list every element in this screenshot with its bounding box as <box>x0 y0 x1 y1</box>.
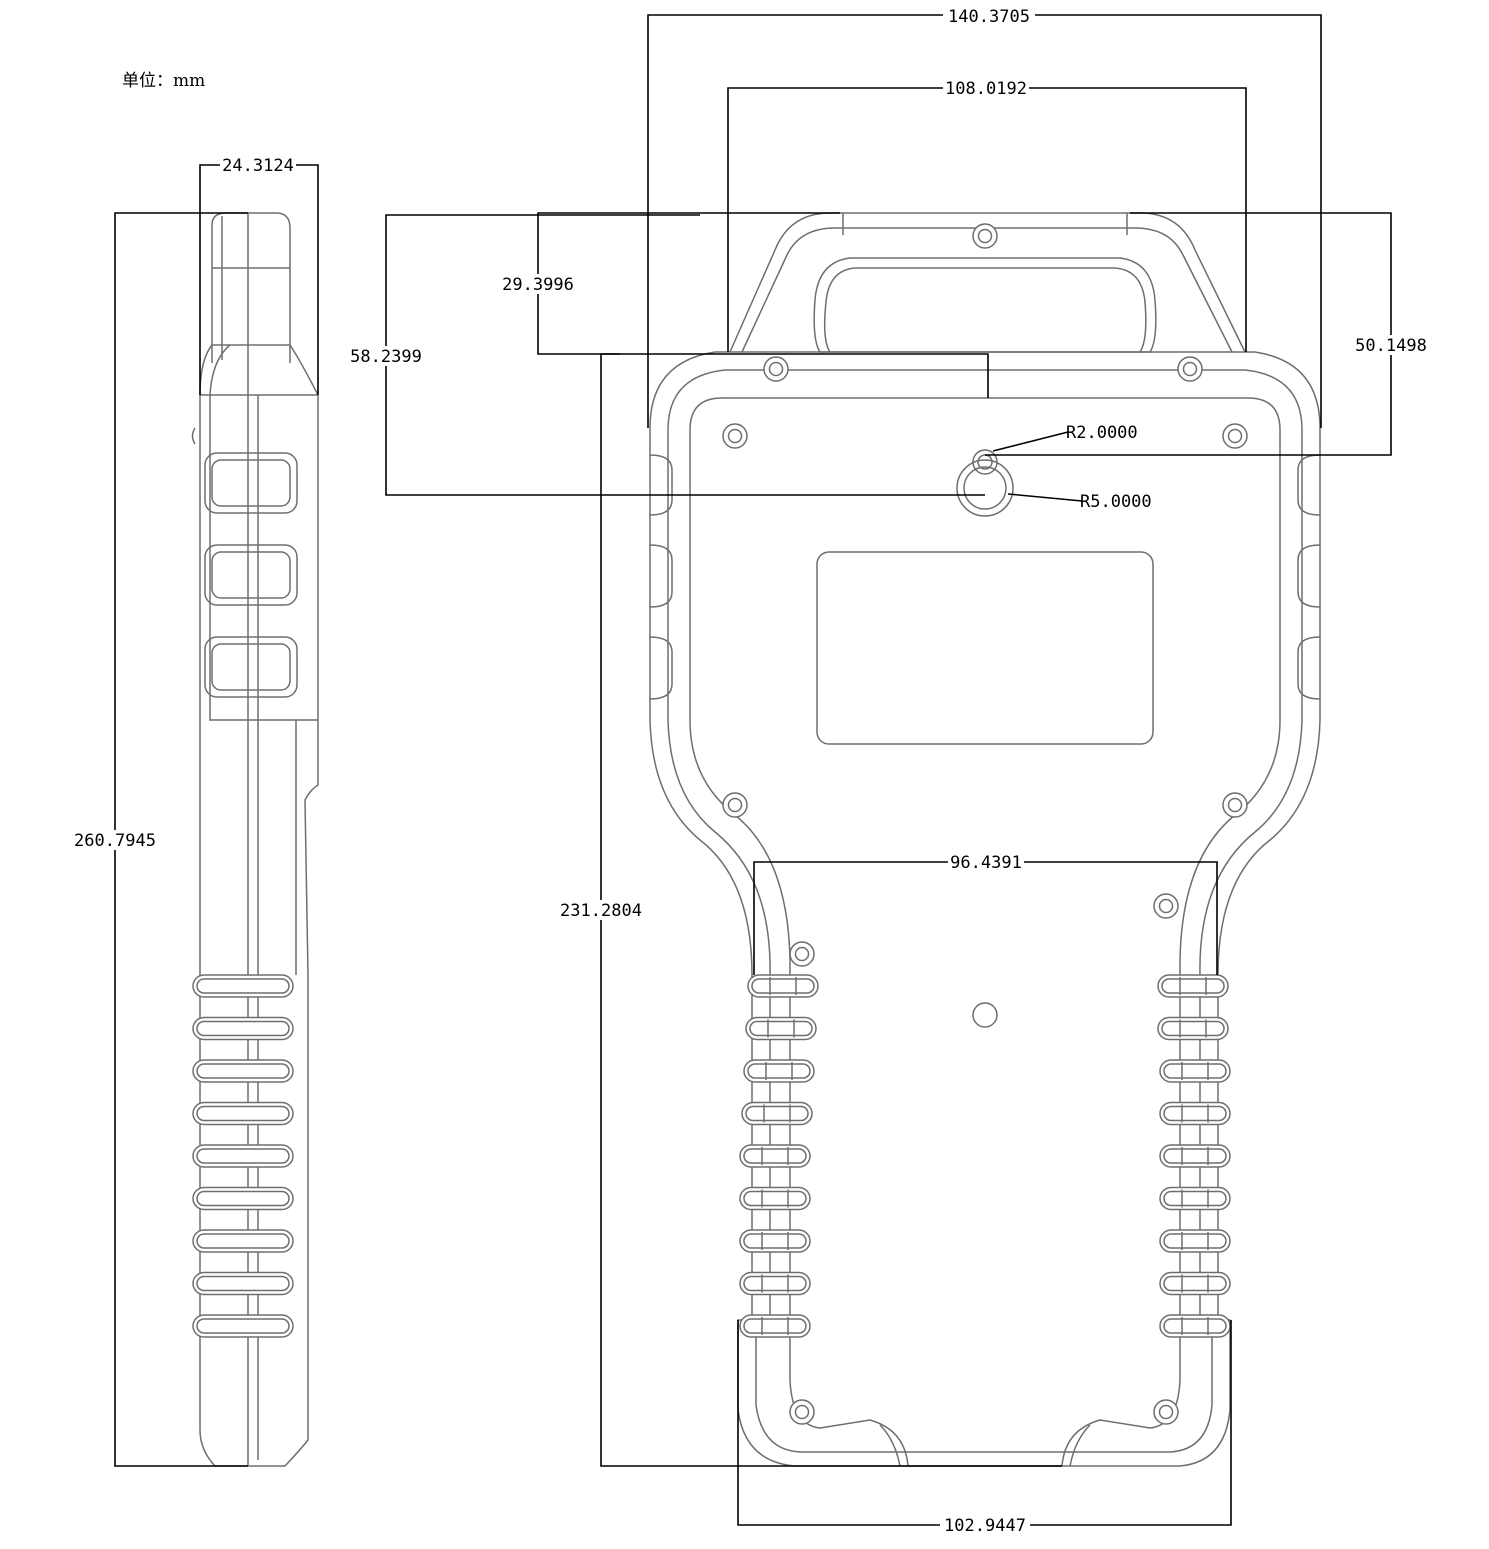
screw-boss <box>789 941 815 967</box>
front-grip-rib-right <box>1159 1101 1231 1126</box>
front-grip-rib-right <box>1159 1186 1231 1211</box>
side-handle-outline <box>211 212 291 363</box>
side-grip-rib <box>192 1314 294 1338</box>
side-view <box>191 212 319 1467</box>
side-grip-rib <box>192 1101 294 1126</box>
front-grip-rib-left <box>739 1271 811 1296</box>
dim-handle-width: 108.0192 <box>945 79 1027 99</box>
keyhole-mount <box>956 449 1014 517</box>
body-outline <box>649 351 1321 1467</box>
front-grip-rib-right <box>1159 1314 1231 1338</box>
screw-boss <box>1177 356 1203 382</box>
screw-boss <box>789 1399 815 1425</box>
dim-side-width: 24.3124 <box>222 156 294 176</box>
front-grip-rib-right <box>1157 1016 1229 1041</box>
front-grip-rib-right <box>1159 1271 1231 1296</box>
dim-side-height: 260.7945 <box>74 831 156 851</box>
screw-boss <box>1222 423 1248 449</box>
screw-boss <box>972 223 998 249</box>
dim-grip-width: 96.4391 <box>950 853 1022 873</box>
side-grip-rib <box>192 1016 294 1041</box>
unit-label: 单位：mm <box>122 71 205 91</box>
side-button-3 <box>204 636 298 698</box>
screw-boss <box>722 423 748 449</box>
front-grip-rib-left <box>739 1314 811 1338</box>
side-grip-rib <box>192 974 294 998</box>
dim-bottom-width: 102.9447 <box>944 1516 1026 1536</box>
front-grip-rib-left <box>739 1186 811 1211</box>
side-button-1 <box>204 452 298 514</box>
side-grip-rib <box>192 1229 294 1253</box>
dim-body-height: 231.2804 <box>560 901 642 921</box>
front-grip-rib-left <box>739 1229 811 1253</box>
screw-boss <box>722 792 748 818</box>
side-grip-rib <box>192 1059 294 1083</box>
front-grip-rib-right <box>1159 1059 1231 1083</box>
screw-boss <box>1222 792 1248 818</box>
side-grip-ribs <box>192 974 294 1338</box>
front-grip-rib-left <box>745 1016 817 1041</box>
label-recess <box>816 551 1154 745</box>
dim-radius-small: R2.0000 <box>1066 423 1138 443</box>
side-grip-rib <box>192 1186 294 1211</box>
dimension-labels: 24.3124 260.7945 140.3705 108.0192 29.39… <box>72 5 1432 1536</box>
side-grip-rib <box>192 1144 294 1168</box>
screw-boss <box>1153 893 1179 919</box>
front-grip-rib-left <box>743 1059 815 1083</box>
dim-hole-offset: 58.2399 <box>350 347 422 367</box>
side-button-2 <box>204 544 298 606</box>
front-grip-rib-right <box>1159 1229 1231 1253</box>
dim-radius-large: R5.0000 <box>1080 492 1152 512</box>
screw-bosses <box>722 223 1248 1425</box>
front-grip-rib-left <box>747 974 819 998</box>
side-grip-rib <box>192 1271 294 1296</box>
dim-overall-width: 140.3705 <box>948 7 1030 27</box>
front-grip-rib-left <box>739 1144 811 1168</box>
center-hole <box>972 1002 998 1028</box>
dim-handle-to-hole: 50.1498 <box>1355 336 1427 356</box>
handle-opening <box>813 257 1157 353</box>
dim-handle-depth: 29.3996 <box>502 275 574 295</box>
handle-outline <box>729 212 1246 353</box>
screw-boss <box>763 356 789 382</box>
front-grip-rib-right <box>1159 1144 1231 1168</box>
front-view <box>649 212 1321 1467</box>
front-grip-rib-left <box>741 1101 813 1126</box>
front-grip-rib-right <box>1157 974 1229 998</box>
front-grip-ribs <box>739 974 1231 1338</box>
screw-boss <box>1153 1399 1179 1425</box>
inner-plate <box>689 397 1281 1467</box>
